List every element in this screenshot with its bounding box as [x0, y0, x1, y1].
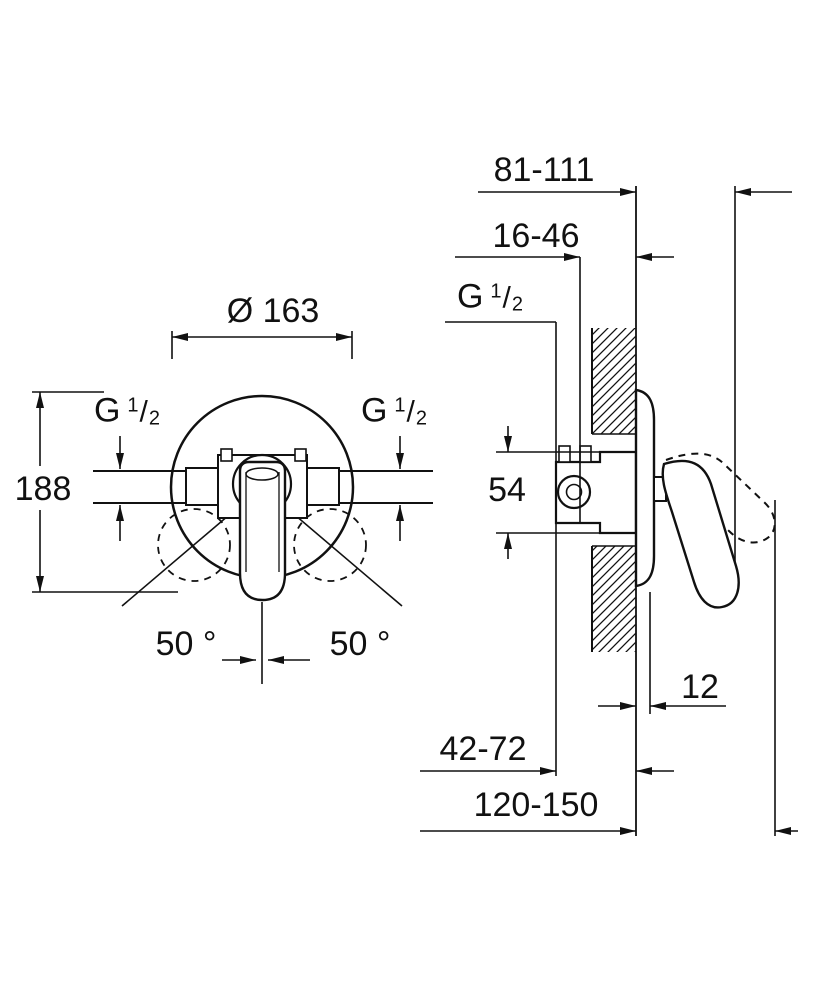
bracket-screw-left: [220, 448, 233, 462]
dim-height-188: [32, 391, 178, 593]
port-left: [185, 467, 219, 506]
valve-body-side: [554, 445, 638, 535]
escutcheon-plate-side: [634, 388, 656, 588]
dimension-label-mounting-depth: 16-46: [492, 217, 580, 255]
thread-prefix: G: [456, 277, 484, 316]
thread-numerator: 1: [490, 280, 502, 303]
thread-slash: /: [502, 281, 511, 315]
dim-plate-diameter: [171, 331, 353, 359]
dimension-label-total-depth: 120-150: [473, 786, 599, 824]
dimension-label-supply-depth: 42-72: [439, 730, 527, 768]
wall-hatch-top: [592, 328, 636, 434]
port-right: [306, 467, 340, 506]
dimension-label-plate-offset: 12: [681, 668, 719, 706]
thread-prefix: G: [93, 391, 121, 430]
thread-numerator: 1: [394, 394, 406, 417]
thread-denominator: 2: [148, 407, 161, 430]
side-view: [420, 186, 798, 836]
thread-denominator: 2: [415, 407, 428, 430]
reference-lines: [555, 186, 776, 836]
thread-prefix: G: [360, 391, 388, 430]
dimension-label-angle-right: 50 °: [329, 625, 391, 663]
front-view: [32, 331, 433, 684]
lever-front: [238, 460, 287, 602]
lever-cap-logo: [245, 467, 279, 481]
dimension-label-height: 188: [14, 470, 72, 508]
dashed-position-circle-right: [293, 508, 367, 582]
thread-slash: /: [406, 395, 415, 429]
dimension-label-body-height: 54: [488, 471, 526, 509]
lever-side-solid: [661, 459, 740, 609]
wall-section: [591, 328, 636, 652]
dim-body-height: [496, 426, 600, 559]
dashed-position-circle-left: [157, 508, 231, 582]
wall-hatch-bottom: [592, 546, 636, 652]
thread-slash: /: [139, 395, 148, 429]
body-clamp-left: [558, 445, 571, 463]
body-clamp-right: [579, 445, 592, 463]
bracket-screw-right: [294, 448, 307, 462]
dimension-label-wall-to-lever: 81-111: [493, 151, 595, 189]
thread-denominator: 2: [511, 293, 524, 316]
lever-alternate-positions: [157, 508, 367, 582]
thread-numerator: 1: [127, 394, 139, 417]
dimension-label-angle-left: 50 °: [155, 625, 217, 663]
dimension-label-plate-diameter: Ø 163: [226, 292, 320, 330]
